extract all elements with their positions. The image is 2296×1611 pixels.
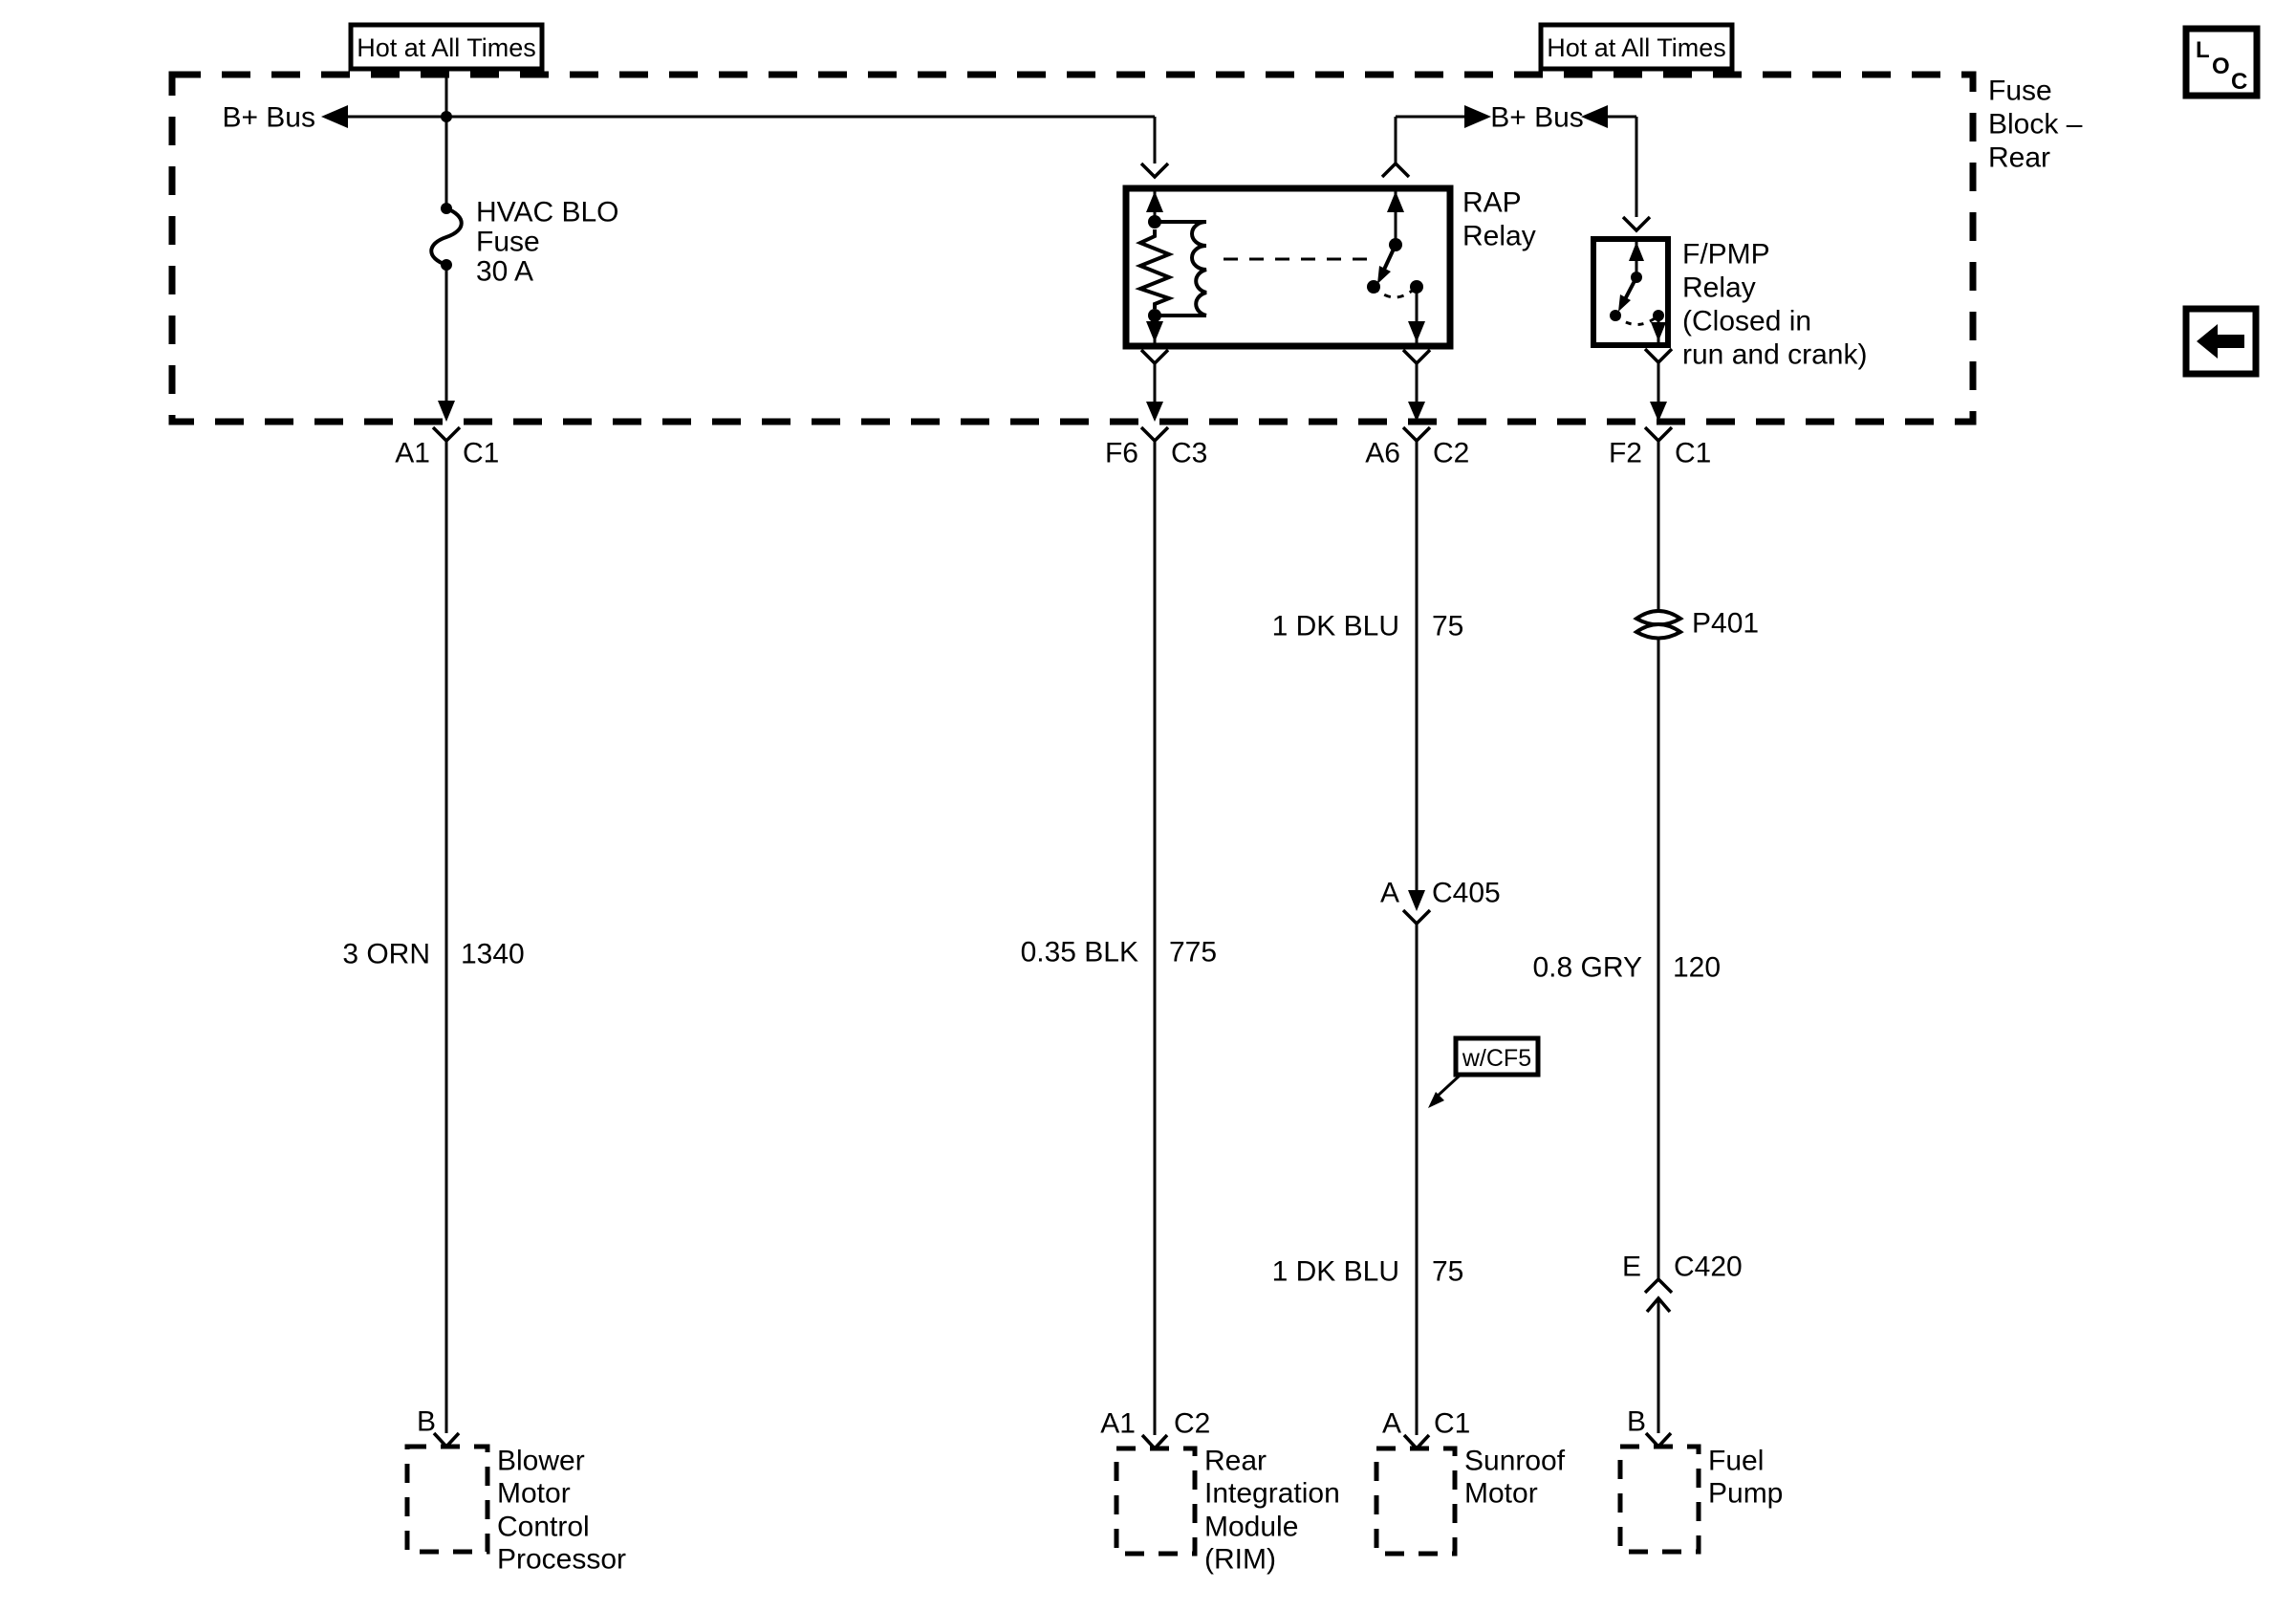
fpmp-relay-label-line3: (Closed in: [1682, 306, 1811, 337]
c405-connector: A C405: [1380, 878, 1501, 926]
bus-left-arrow-icon: [321, 105, 348, 128]
loc-icon[interactable]: L O C: [2182, 25, 2261, 99]
pin-label: C2: [1433, 438, 1469, 469]
wire-circuit-label: 75: [1432, 611, 1463, 642]
b-plus-bus-left: B+ Bus: [222, 102, 452, 134]
pin-label: A1: [395, 438, 430, 469]
hot-at-all-times-left: Hot at All Times: [348, 22, 545, 72]
c420-pin-label: E: [1622, 1252, 1641, 1283]
pin-label: F6: [1105, 438, 1138, 469]
component-pin-label: B: [417, 1406, 436, 1438]
b-plus-bus-middle: B+ Bus: [1396, 102, 1638, 217]
component-name-line: Motor: [1464, 1478, 1538, 1510]
component-name-line: Sunroof: [1464, 1446, 1566, 1477]
pin-label: C1: [463, 438, 499, 469]
fuse-block-exit-connectors: A1 C1 F6 C3 A6 C2 F2 C1: [395, 401, 1711, 469]
fuse-block-label-line1: Fuse: [1988, 76, 2052, 107]
wire-spec-label: 0.35 BLK: [1021, 937, 1138, 969]
component-pin-label: B: [1627, 1406, 1646, 1438]
p401-label: P401: [1692, 608, 1759, 640]
connector-chevron: [1621, 215, 1652, 233]
component-name-line: (RIM): [1204, 1544, 1276, 1576]
component-rear-integration-module: A1 C2 Rear Integration Module (RIM): [1100, 1408, 1339, 1576]
switch-arm-icon: [1618, 294, 1631, 312]
p401-icon: [1633, 622, 1684, 641]
component-name-line: Module: [1204, 1512, 1298, 1543]
loc-letter-o: O: [2212, 54, 2230, 79]
switch-arm-icon: [1377, 266, 1391, 284]
wcf5-arrow-icon: [1428, 1092, 1444, 1108]
wire-spec-label: 0.8 GRY: [1532, 952, 1642, 984]
pin-label: A6: [1365, 438, 1400, 469]
fuse-block-label-line3: Rear: [1988, 142, 2050, 174]
rap-relay-label-line1: RAP: [1462, 187, 1522, 219]
component-name-line: Control: [497, 1512, 590, 1543]
loc-letter-l: L: [2196, 37, 2210, 63]
p401-icon: [1633, 609, 1684, 627]
component-name-line: Processor: [497, 1544, 626, 1576]
component-pin-label: A: [1382, 1408, 1401, 1440]
component-name-line: Integration: [1204, 1478, 1340, 1510]
wcf5-callout: w/CF5: [1428, 1035, 1541, 1108]
bus-mid-right-arrow-icon: [1464, 105, 1491, 128]
connector-chevron: [1380, 161, 1411, 179]
connector-chevron: [1401, 348, 1432, 366]
fuse-block-label: Fuse Block – Rear: [1988, 76, 2083, 174]
hvac-blo-fuse: HVAC BLO Fuse 30 A: [429, 67, 619, 402]
coil-icon: [1190, 220, 1207, 317]
c420-connector: E C420: [1622, 1252, 1743, 1314]
connector-chevron: [1139, 348, 1170, 366]
wire-circuit-label: 775: [1169, 937, 1217, 969]
component-pin-label: C2: [1174, 1408, 1210, 1440]
pin-label: C1: [1675, 438, 1711, 469]
component-pin-label: C1: [1434, 1408, 1470, 1440]
c405-pin-label: A: [1380, 878, 1399, 909]
fpmp-relay: F/PMP Relay (Closed in run and crank): [1591, 215, 1867, 371]
hot-at-all-times-right: Hot at All Times: [1538, 22, 1735, 72]
wire-spec-label: 1 DK BLU: [1272, 1256, 1399, 1288]
fuse-element-icon: [429, 207, 464, 267]
back-arrow-icon[interactable]: [2182, 305, 2260, 378]
hot-at-all-times-right-label: Hot at All Times: [1547, 33, 1726, 62]
component-fuel-pump: B Fuel Pump: [1617, 1406, 1783, 1555]
pin-label: F2: [1609, 438, 1642, 469]
wire-circuit-label: 75: [1432, 1256, 1463, 1288]
component-pin-label: A1: [1100, 1408, 1136, 1440]
bus-mid-left-arrow-icon: [1581, 105, 1608, 128]
wire-spec-label: 3 ORN: [342, 939, 430, 970]
wcf5-label: w/CF5: [1462, 1045, 1531, 1072]
component-blower-motor-control-processor: B Blower Motor Control Processor: [404, 1406, 626, 1576]
fpmp-relay-label-line2: Relay: [1682, 272, 1756, 304]
fuse-block-label-line2: Block –: [1988, 109, 2083, 141]
fpmp-relay-label-line1: F/PMP: [1682, 239, 1770, 271]
p401-connector: P401: [1633, 608, 1759, 641]
wire-circuit-label: 120: [1673, 952, 1721, 984]
b-plus-bus-middle-label: B+ Bus: [1490, 102, 1584, 134]
hvac-fuse-label-line1: HVAC BLO: [476, 197, 619, 229]
b-plus-bus-left-label: B+ Bus: [222, 102, 315, 134]
component-sunroof-motor: A C1 Sunroof Motor: [1374, 1408, 1566, 1557]
connector-chevron: [1643, 347, 1674, 365]
component-name-line: Motor: [497, 1478, 571, 1510]
component-name-line: Rear: [1204, 1446, 1267, 1477]
resistor-icon: [1135, 229, 1175, 309]
c420-label: C420: [1674, 1252, 1743, 1283]
pin-label: C3: [1171, 438, 1207, 469]
rap-relay-label-line2: Relay: [1462, 221, 1536, 252]
component-name-line: Fuel: [1708, 1446, 1764, 1477]
loc-letter-c: C: [2231, 69, 2247, 95]
connector-chevron: [1139, 162, 1170, 180]
hot-at-all-times-left-label: Hot at All Times: [357, 33, 536, 62]
fuse-block-border: [168, 71, 1977, 425]
rap-relay: RAP Relay: [1122, 185, 1536, 350]
fpmp-relay-label-line4: run and crank): [1682, 339, 1867, 371]
c405-label: C405: [1432, 878, 1501, 909]
hvac-fuse-label-line2: Fuse: [476, 227, 540, 258]
component-name-line: Blower: [497, 1446, 585, 1477]
component-name-line: Pump: [1708, 1478, 1783, 1510]
wire-spec-label: 1 DK BLU: [1272, 611, 1399, 642]
wire-circuit-label: 1340: [461, 939, 525, 970]
hvac-fuse-label-line3: 30 A: [476, 256, 533, 288]
